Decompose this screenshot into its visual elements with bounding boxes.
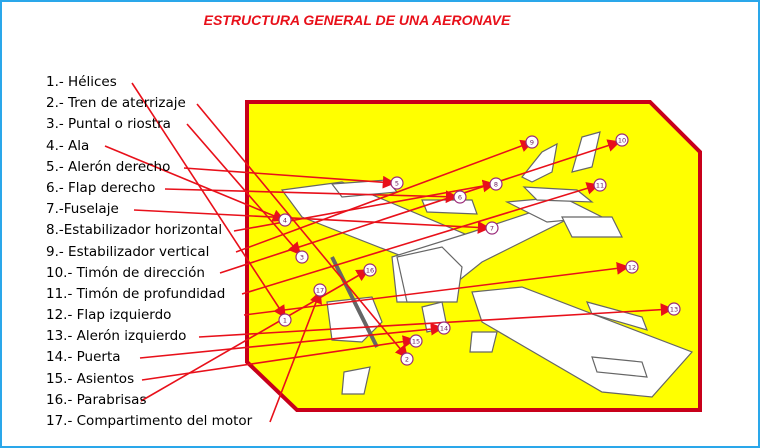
- arrow-7: [133, 209, 491, 234]
- elevator-right-part: [561, 216, 623, 238]
- arrow-2: [196, 103, 409, 359]
- arrow-6: [164, 188, 459, 204]
- svg-text:9: 9: [530, 139, 534, 147]
- arrow-14: [139, 322, 444, 359]
- part-label-2: 2.- Tren de aterrizaje: [46, 95, 186, 112]
- arrow-9: [235, 139, 534, 253]
- arrow-11: [241, 182, 600, 295]
- svg-text:15: 15: [412, 338, 420, 346]
- vertical-stabilizer-part: [521, 142, 558, 183]
- arrow-15: [141, 335, 416, 381]
- part-label-15: 15.- Asientos: [46, 370, 135, 387]
- svg-text:8: 8: [494, 181, 498, 189]
- arrow-8: [233, 179, 496, 232]
- svg-text:6: 6: [458, 194, 462, 202]
- part-label-10: 10.- Timón de dirección: [46, 264, 205, 281]
- arrow-10: [219, 139, 621, 274]
- svg-text:1: 1: [283, 317, 287, 325]
- part-label-6: 6.- Flap derecho: [46, 179, 156, 196]
- arrow-12: [243, 262, 630, 316]
- arrow-1: [131, 82, 286, 319]
- wheel-fairing-right-part: [469, 331, 498, 353]
- svg-text:5: 5: [395, 180, 399, 188]
- part-label-16: 16.- Parabrisas: [46, 391, 147, 408]
- callout-markers: [278, 133, 681, 366]
- part-label-1: 1.- Hélices: [46, 74, 117, 90]
- arrow-16: [140, 269, 370, 402]
- part-label-13: 13.- Alerón izquierdo: [46, 328, 187, 345]
- part-label-12: 12.- Flap izquierdo: [46, 307, 172, 324]
- arrow-17: [269, 290, 322, 423]
- svg-text:2: 2: [405, 356, 409, 364]
- part-label-7: 7.-Fuselaje: [46, 201, 119, 218]
- part-label-4: 4.- Ala: [46, 137, 90, 154]
- part-label-3: 3.- Puntal o riostra: [46, 116, 171, 133]
- svg-text:14: 14: [440, 325, 448, 333]
- part-label-14: 14.- Puerta: [46, 349, 121, 366]
- arrow-3: [186, 123, 302, 256]
- arrow-5: [183, 167, 396, 189]
- propeller-blade-part: [330, 256, 379, 348]
- parts-legend: 1.- Hélices 2.- Tren de aterrizaje 3.- P…: [46, 72, 286, 432]
- leader-lines: [104, 82, 674, 423]
- part-label-17: 17.- Compartimento del motor: [46, 413, 253, 429]
- arrow-4: [104, 145, 286, 222]
- elevator-part: [522, 186, 594, 203]
- wheel-fairing-part: [341, 366, 371, 395]
- right-aileron-part: [421, 199, 478, 215]
- svg-text:4: 4: [283, 217, 287, 225]
- svg-text:11: 11: [596, 182, 604, 190]
- part-label-5: 5.- Alerón derecho: [46, 158, 171, 175]
- callout-numbers: 1 2 3 4 5 6 7 8 9 10 11 12 13 14 15 16 1…: [283, 137, 678, 364]
- left-flap-part: [591, 356, 648, 378]
- part-label-8: 8.-Estabilizador horizontal: [46, 222, 223, 239]
- svg-text:16: 16: [366, 267, 374, 275]
- svg-text:10: 10: [618, 137, 626, 145]
- part-label-9: 9.- Estabilizador vertical: [46, 243, 210, 260]
- svg-text:13: 13: [670, 306, 678, 314]
- part-label-11: 11.- Timón de profundidad: [46, 285, 226, 302]
- svg-text:3: 3: [300, 254, 304, 262]
- svg-text:17: 17: [316, 287, 324, 295]
- svg-text:12: 12: [628, 264, 636, 272]
- svg-text:7: 7: [490, 225, 494, 233]
- diagram-title: ESTRUCTURA GENERAL DE UNA AERONAVE: [203, 12, 511, 28]
